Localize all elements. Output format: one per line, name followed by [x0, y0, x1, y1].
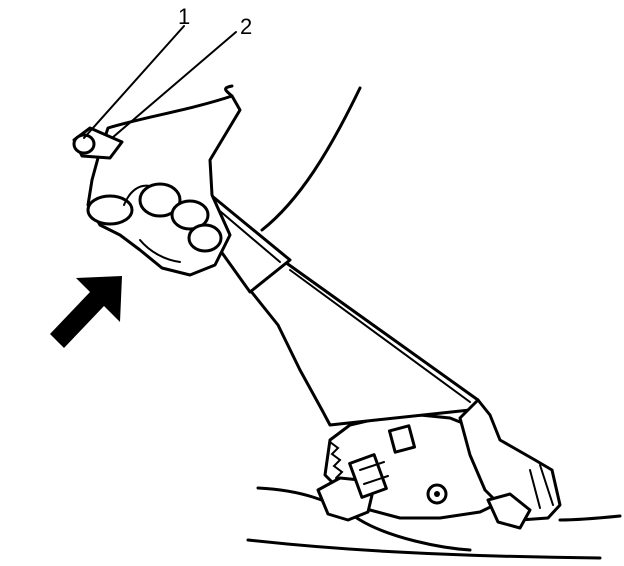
- finger-index: [138, 182, 182, 218]
- leader-line-2: [111, 31, 237, 139]
- cable-end-clip: [486, 492, 532, 530]
- release-button: [72, 126, 124, 160]
- leader-line-1: [83, 25, 185, 139]
- callout-2: 2: [240, 14, 252, 39]
- rear-bellows: [458, 398, 562, 530]
- callout-1: 1: [178, 4, 190, 29]
- arrow-up-right-icon: [50, 276, 122, 348]
- finger-ring: [187, 223, 223, 253]
- cable-bracket: [316, 453, 389, 522]
- floor-outline: [246, 486, 622, 560]
- pawl-block: [387, 424, 417, 454]
- finger-middle: [170, 199, 210, 231]
- thumb: [86, 194, 134, 226]
- hand: [86, 84, 362, 277]
- lever-boot: [248, 260, 480, 427]
